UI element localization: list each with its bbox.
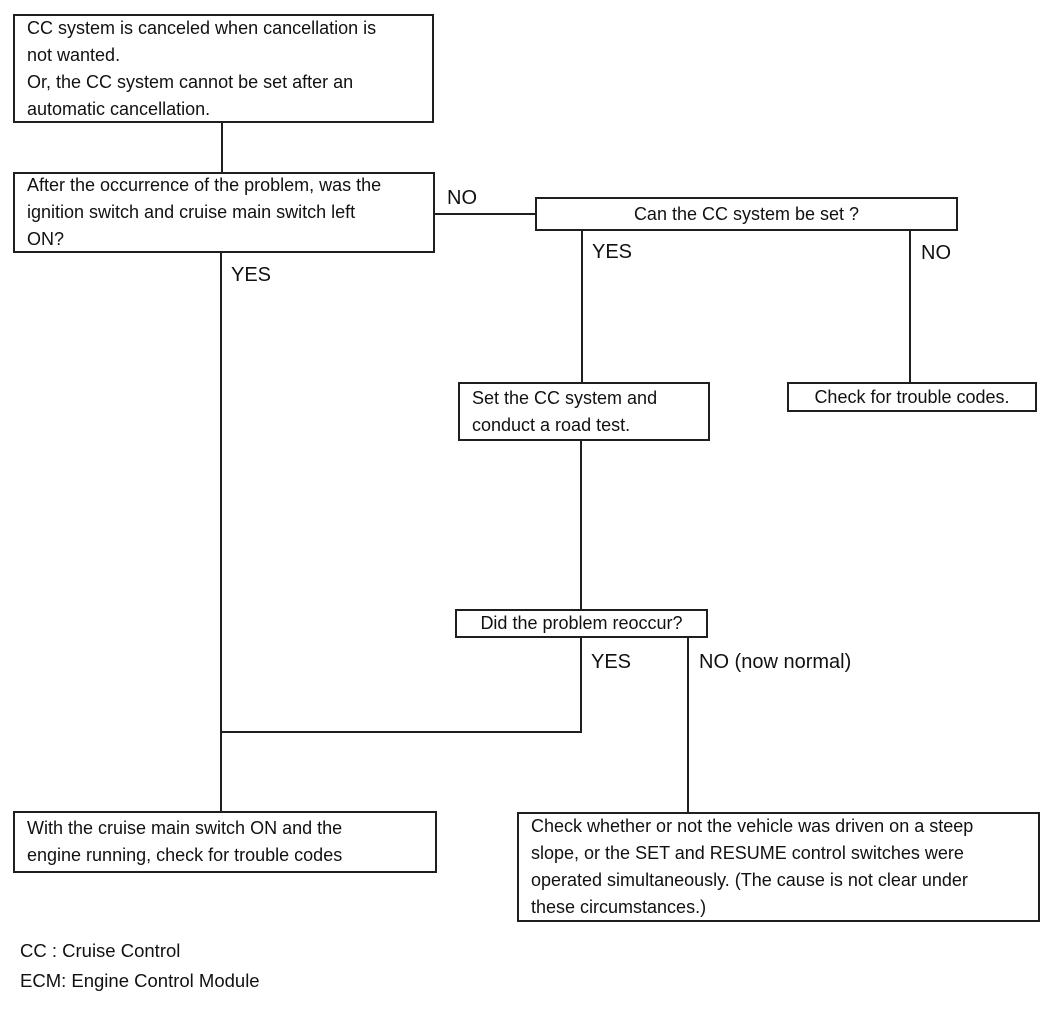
branch-label-can-set-no: NO <box>921 242 951 264</box>
node-start-symptom: CC system is canceled when cancellation … <box>13 14 434 123</box>
node-set-cc-road-test: Set the CC system and conduct a road tes… <box>458 382 710 441</box>
connector-reoccur-yes-merge <box>221 638 582 733</box>
node-check-codes-engine-running-text: With the cruise main switch ON and the e… <box>27 818 343 865</box>
node-question-can-cc-be-set: Can the CC system be set ? <box>535 197 958 231</box>
node-check-steep-slope-text: Check whether or not the vehicle was dri… <box>531 816 974 917</box>
node-check-steep-slope: Check whether or not the vehicle was dri… <box>517 812 1040 922</box>
branch-label-ignition-no: NO <box>447 187 477 209</box>
node-check-codes-engine-running: With the cruise main switch ON and the e… <box>13 811 437 873</box>
branch-label-can-set-yes: YES <box>592 241 633 263</box>
branch-label-ignition-yes: YES <box>231 264 272 286</box>
node-question-problem-reoccur: Did the problem reoccur? <box>455 609 708 638</box>
node-set-cc-road-test-text: Set the CC system and conduct a road tes… <box>472 387 658 435</box>
node-start-symptom-text: CC system is canceled when cancellation … <box>27 17 377 119</box>
node-check-trouble-codes-text: Check for trouble codes. <box>814 386 1010 407</box>
legend-ecm-definition: ECM: Engine Control Module <box>20 970 260 991</box>
branch-label-reoccur-yes: YES <box>591 651 632 673</box>
node-question-can-cc-be-set-text: Can the CC system be set ? <box>633 203 860 224</box>
branch-label-reoccur-no: NO (now normal) <box>699 651 852 673</box>
node-question-problem-reoccur-text: Did the problem reoccur? <box>480 613 683 633</box>
node-question-ignition-switch-text: After the occurrence of the problem, was… <box>27 175 382 249</box>
node-check-trouble-codes: Check for trouble codes. <box>787 382 1037 412</box>
legend-cc-definition: CC : Cruise Control <box>20 940 181 961</box>
node-question-ignition-switch: After the occurrence of the problem, was… <box>13 172 435 253</box>
